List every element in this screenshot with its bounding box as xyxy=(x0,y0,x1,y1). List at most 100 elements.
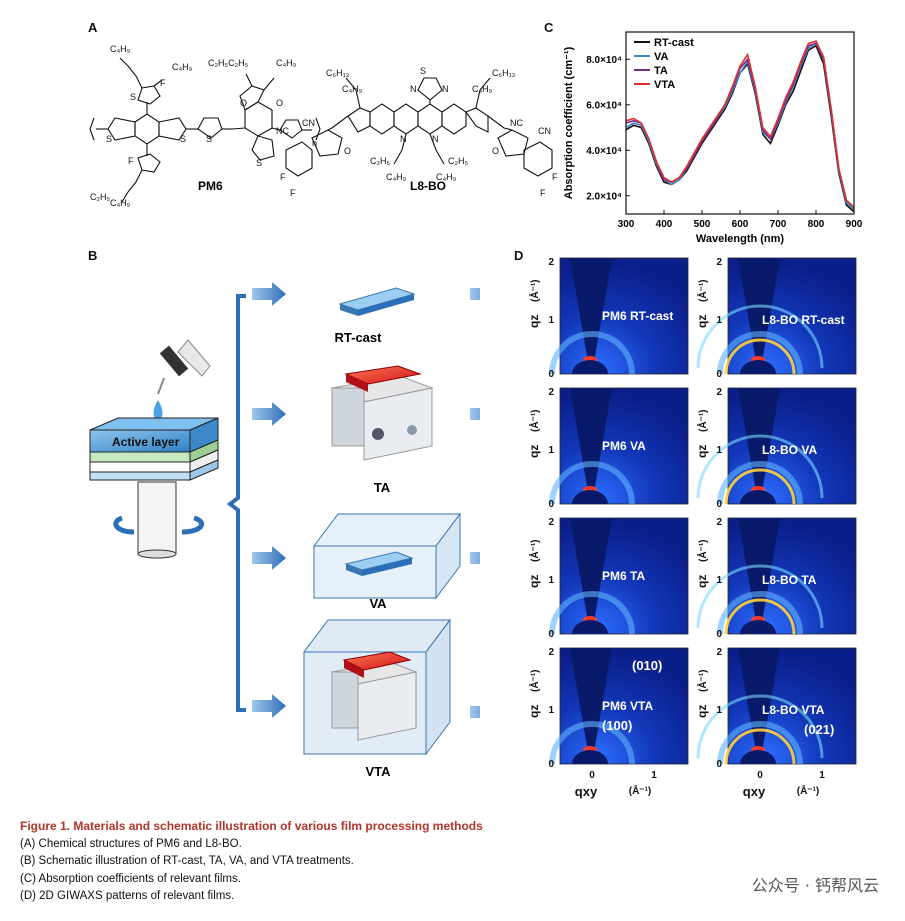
giwaxs-y-tick: 1 xyxy=(716,445,722,456)
giwaxs-x-tick: 1 xyxy=(651,770,657,781)
pm6-giwaxs-pattern xyxy=(549,257,689,375)
giwaxs-y-tick: 2 xyxy=(548,647,554,658)
chart-x-axis-label: Wavelength (nm) xyxy=(696,233,785,245)
figure-caption: Figure 1. Materials and schematic illust… xyxy=(20,818,880,906)
panel-label-b: B xyxy=(88,248,98,263)
branch-bracket xyxy=(226,294,246,712)
chart-y-axis-label: Absorption coefficient (cm⁻¹) xyxy=(563,46,575,199)
arrow-right-rt xyxy=(470,288,480,300)
molecule-name-l8bo: L8-BO xyxy=(410,179,446,193)
giwaxs-y-axis-title: qz xyxy=(527,315,541,328)
l8bo-atom-S-top: S xyxy=(420,66,426,76)
caption-title: Figure 1. Materials and schematic illust… xyxy=(20,819,483,833)
miller-index-010: (010) xyxy=(632,658,662,673)
pm6-thiophene-right xyxy=(158,117,187,141)
giwaxs-y-axis-unit: (Å⁻¹) xyxy=(528,670,541,693)
giwaxs-y-axis-title: qz xyxy=(527,445,541,458)
giwaxs-y-tick: 2 xyxy=(716,517,722,528)
l8bo-atom-CN-right: CN xyxy=(538,126,551,136)
giwaxs-label-l8bo: L8-BO RT-cast xyxy=(762,313,845,327)
pm6-chain-c2h5c2h5: C₂H₅C₂H₅ xyxy=(208,58,249,68)
giwaxs-x-tick: 0 xyxy=(589,770,595,781)
miller-index-100: (100) xyxy=(602,718,632,733)
vapor-chamber-va xyxy=(313,512,461,600)
active-layer-stack xyxy=(89,417,219,481)
legend-label: TA xyxy=(654,65,668,77)
giwaxs-y-tick: 0 xyxy=(548,759,554,770)
chemical-structures: C₄H₉ F S S S F C₄H₉ C₂H₅ S C₂H₅C₂H₅ C₄H₉… xyxy=(89,44,558,208)
giwaxs-y-axis-unit: (Å⁻¹) xyxy=(696,280,709,303)
chart-x-tick-label: 800 xyxy=(808,219,825,230)
pm6-atom-F-top: F xyxy=(160,78,166,88)
giwaxs-y-tick: 0 xyxy=(716,369,722,380)
giwaxs-y-tick: 2 xyxy=(548,257,554,268)
vapor-thermal-chamber-vta xyxy=(303,618,451,756)
giwaxs-label-pm6: PM6 TA xyxy=(602,569,645,583)
chart-y-tick-label: 6.0×10⁴ xyxy=(586,100,622,111)
l8bo-atom-N-bottom-right: N xyxy=(432,134,439,144)
pm6-atom-O-right: O xyxy=(276,98,283,108)
pm6-chain-c4h9-mid: C₄H₉ xyxy=(172,62,193,72)
caption-line-d: (D) 2D GIWAXS patterns of relevant films… xyxy=(20,890,235,902)
giwaxs-y-tick: 0 xyxy=(548,499,554,510)
legend-label: VA xyxy=(654,51,669,63)
giwaxs-y-tick: 0 xyxy=(716,499,722,510)
giwaxs-y-axis-unit: (Å⁻¹) xyxy=(528,410,541,433)
pm6-chain-c2h5: C₂H₅ xyxy=(90,192,110,202)
giwaxs-label-pm6: PM6 VTA xyxy=(602,699,653,713)
pm6-benzene-ring xyxy=(134,113,160,145)
l8bo-giwaxs-pattern xyxy=(696,257,857,375)
pm6-atom-F-bottom: F xyxy=(128,156,134,166)
method-label-rt-cast: RT-cast xyxy=(335,330,383,345)
giwaxs-x-tick: 0 xyxy=(757,770,763,781)
pm6-thiophene-left xyxy=(107,117,136,141)
l8bo-atom-N-right: N xyxy=(442,84,449,94)
caption-line-b: (B) Schematic illustration of RT-cast, T… xyxy=(20,855,354,867)
giwaxs-y-axis-unit: (Å⁻¹) xyxy=(528,540,541,563)
caption-line-c: (C) Absorption coefficients of relevant … xyxy=(20,872,241,885)
arrow-right-vta xyxy=(470,706,480,718)
chart-x-tick-label: 300 xyxy=(618,219,635,230)
panel-label-a: A xyxy=(88,20,98,35)
l8bo-atom-N-bottom-left: N xyxy=(400,134,407,144)
l8bo-atom-F-left-2: F xyxy=(290,188,296,198)
giwaxs-label-pm6: PM6 VA xyxy=(602,439,646,453)
panel-label-d: D xyxy=(514,248,524,263)
watermark: 公众号 · 钙帮风云 xyxy=(751,876,879,895)
giwaxs-x-axis-title: qxy xyxy=(575,784,598,799)
giwaxs-label-l8bo: L8-BO VTA xyxy=(762,703,825,717)
l8bo-chain-c6h13-left: C₆H₁₃ xyxy=(326,68,350,78)
pm6-chain-c4h9-right: C₄H₉ xyxy=(276,58,297,68)
pm6-giwaxs-pattern xyxy=(549,647,689,765)
giwaxs-y-axis-unit: (Å⁻¹) xyxy=(696,670,709,693)
l8bo-atom-NC-left: NC xyxy=(276,126,289,136)
giwaxs-y-tick: 1 xyxy=(716,575,722,586)
spin-coater xyxy=(113,481,205,559)
arrow-left-vta xyxy=(252,694,286,718)
giwaxs-x-axis-unit: (Å⁻¹) xyxy=(629,784,652,797)
giwaxs-y-axis-title: qz xyxy=(527,575,541,588)
pm6-atom-O-top: O xyxy=(240,98,247,108)
giwaxs-y-tick: 2 xyxy=(548,387,554,398)
l8bo-atom-O-left: O xyxy=(344,146,351,156)
rt-cast-film xyxy=(338,287,416,316)
giwaxs-y-axis-title: qz xyxy=(695,445,709,458)
method-label-va: VA xyxy=(369,596,387,611)
pm6-atom-S-top: S xyxy=(130,92,136,102)
arrow-right-va xyxy=(470,552,480,564)
giwaxs-y-axis-title: qz xyxy=(527,705,541,718)
giwaxs-y-tick: 1 xyxy=(716,705,722,716)
l8bo-atom-NC-right-top: NC xyxy=(510,118,523,128)
miller-index-021: (021) xyxy=(804,722,834,737)
legend-label: RT-cast xyxy=(654,37,694,49)
panel-label-c: C xyxy=(544,20,554,35)
giwaxs-x-axis-title: qxy xyxy=(743,784,766,799)
giwaxs-x-tick: 1 xyxy=(819,770,825,781)
giwaxs-y-tick: 2 xyxy=(716,387,722,398)
l8bo-atom-CN-left-top: CN xyxy=(302,118,315,128)
giwaxs-y-tick: 0 xyxy=(548,369,554,380)
giwaxs-y-tick: 2 xyxy=(716,647,722,658)
l8bo-atom-O-right: O xyxy=(492,146,499,156)
giwaxs-y-tick: 2 xyxy=(716,257,722,268)
